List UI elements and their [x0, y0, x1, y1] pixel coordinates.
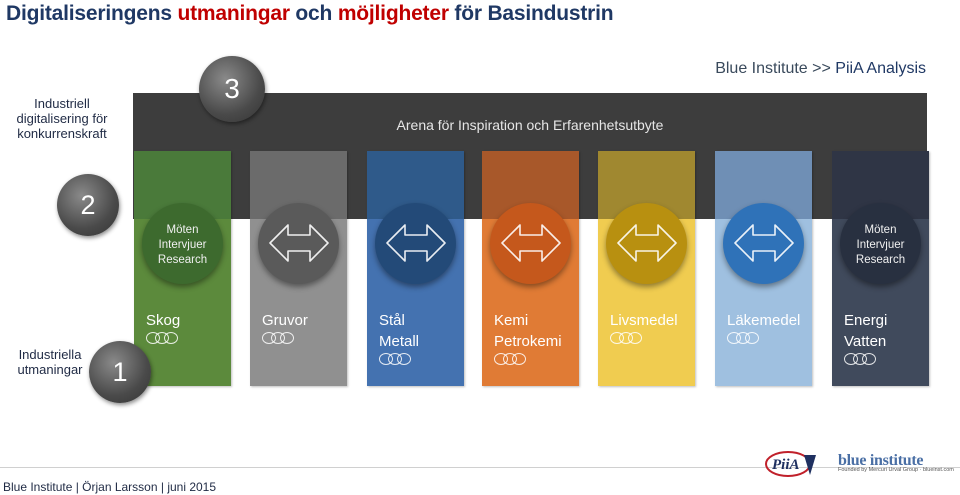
- hub-text-line: Intervjuer: [158, 239, 207, 251]
- column-label-line1: Gruvor: [262, 312, 308, 329]
- column-label-line2: Vatten: [844, 333, 887, 350]
- hub-text-line: Möten: [166, 224, 199, 236]
- double-arrow-icon: [734, 224, 794, 262]
- column-label-line1: Kemi: [494, 312, 529, 329]
- double-arrow-icon: [617, 224, 677, 262]
- title-highlight-challenges: utmaningar: [177, 2, 290, 25]
- column-livsmedel: Livsmedel: [598, 151, 695, 386]
- footer: Blue Institute | Örjan Larsson | juni 20…: [3, 480, 217, 494]
- column-label: Skog: [146, 310, 180, 331]
- level-2-badge: 2: [57, 174, 119, 236]
- column-label: Läkemedel: [727, 310, 800, 331]
- breadcrumb-prefix: Blue Institute >>: [715, 60, 836, 77]
- hub-text-line: Research: [855, 254, 906, 266]
- rings-icon: [146, 332, 184, 344]
- double-arrow-icon: [501, 224, 561, 262]
- breadcrumb: Blue Institute >> PiiA Analysis: [715, 60, 926, 78]
- rings-icon: [379, 353, 417, 365]
- page-title: Digitaliseringens utmaningar och möjligh…: [6, 2, 614, 26]
- title-text: och: [289, 2, 338, 25]
- hub-exchange: [258, 203, 339, 284]
- rings-icon: [844, 353, 882, 365]
- rings-icon: [610, 332, 648, 344]
- hub-text-line: Intervjuer: [856, 239, 905, 251]
- hub-text-line: Research: [157, 254, 208, 266]
- side-label-challenges: Industriella utmaningar: [17, 347, 83, 377]
- column-label-line1: Energi: [844, 312, 888, 329]
- column-gruvor: Gruvor: [250, 151, 347, 386]
- column-label: Gruvor: [262, 310, 308, 331]
- blue-institute-tagline: Founded by Mercuri Urval Group · blueins…: [838, 467, 954, 473]
- hub-text-line: Möten: [864, 224, 897, 236]
- column-label-line1: Skog: [146, 312, 181, 329]
- hub-exchange: [723, 203, 804, 284]
- arena-label: Arena för Inspiration och Erfarenhetsutb…: [396, 117, 664, 133]
- column-label-line1: Stål: [379, 312, 405, 329]
- column-label-line2: Petrokemi: [494, 333, 562, 350]
- double-arrow-icon: [386, 224, 446, 262]
- title-highlight-opportunities: möjligheter: [337, 2, 449, 25]
- blue-institute-logo: blue institute: [838, 452, 924, 469]
- level-3-badge: 3: [199, 56, 265, 122]
- rings-icon: [727, 332, 765, 344]
- column-label-line1: Livsmedel: [610, 312, 678, 329]
- level-1-badge: 1: [89, 341, 151, 403]
- hub-exchange: [606, 203, 687, 284]
- column-label-line1: Läkemedel: [727, 312, 801, 329]
- breadcrumb-current: PiiA Analysis: [835, 60, 926, 77]
- column-lakemedel: Läkemedel: [715, 151, 812, 386]
- title-text: för Basindustrin: [448, 2, 614, 25]
- rings-icon: [494, 353, 532, 365]
- piia-logo: PiiA: [765, 451, 816, 477]
- footer-divider: [0, 467, 960, 468]
- svg-text:PiiA: PiiA: [772, 457, 800, 473]
- column-label: Livsmedel: [610, 310, 678, 331]
- title-text: Digitaliseringens: [6, 2, 178, 25]
- hub-exchange: [490, 203, 571, 284]
- rings-icon: [262, 332, 300, 344]
- side-label-digitalization: Industriell digitalisering för konkurren…: [16, 96, 108, 141]
- hub-exchange: [375, 203, 456, 284]
- double-arrow-icon: [269, 224, 329, 262]
- column-label-line2: Metall: [379, 333, 420, 350]
